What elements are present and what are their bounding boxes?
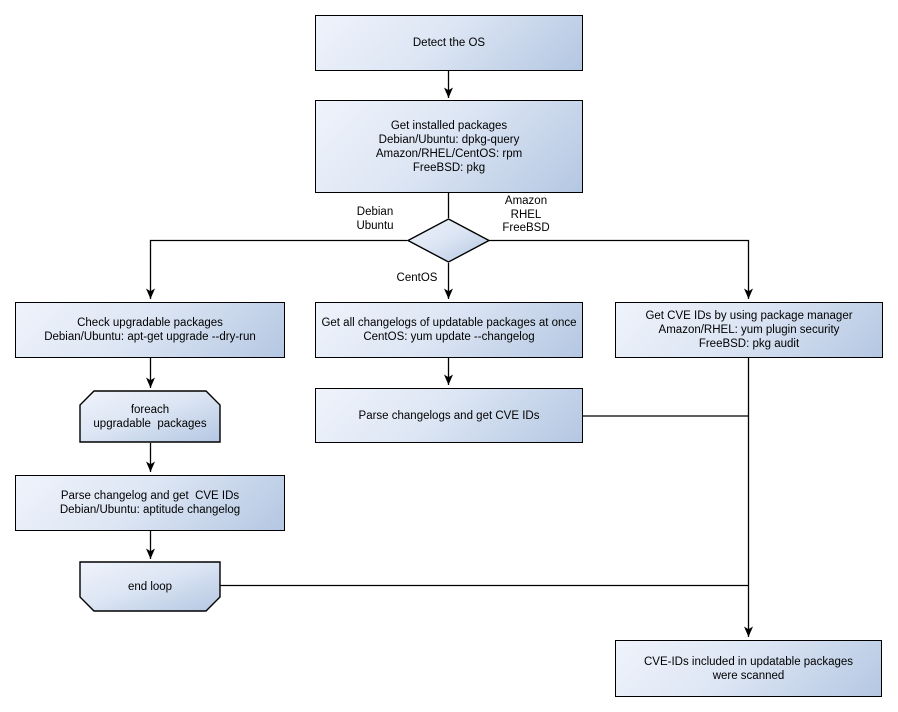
edge-label-line: Ubuntu (356, 219, 394, 232)
edge-label-line: FreeBSD (502, 222, 550, 234)
node-get-installed-packages: Get installed packages Debian/Ubuntu: dp… (315, 100, 583, 193)
node-text-line: Get installed packages (390, 119, 508, 132)
node-text-line: CVE-IDs included in updatable packages (643, 655, 854, 668)
node-text-line: FreeBSD: pkg (412, 161, 486, 174)
edge-label-line: CentOS (396, 272, 438, 284)
node-foreach-loop-shape (79, 390, 221, 443)
node-get-cve-ids-pkg-manager: Get CVE IDs by using package manager Ama… (615, 302, 883, 358)
node-text-line: Parse changelogs and get CVE IDs (358, 409, 540, 422)
node-text-line: Amazon/RHEL: yum plugin security (658, 324, 840, 336)
edge-label-centos: CentOS (394, 272, 440, 286)
node-text-line: CentOS: yum update --changelog (363, 331, 535, 343)
node-end-loop-shape (79, 561, 221, 612)
node-text-line: Get all changelogs of updatable packages… (321, 317, 577, 329)
node-text-line: Debian/Ubuntu: aptitude changelog (59, 504, 241, 516)
node-text-line: Debian/Ubuntu: apt-get upgrade --dry-run (44, 331, 256, 343)
node-check-upgradable-packages: Check upgradable packages Debian/Ubuntu:… (15, 302, 285, 358)
edge-label-line: RHEL (510, 208, 542, 221)
node-text-line: Detect the OS (412, 37, 486, 49)
node-text-line: Check upgradable packages (77, 317, 223, 329)
edge-label-debian-ubuntu: Debian Ubuntu (341, 206, 409, 233)
node-text-line: Parse changelog and get CVE IDs (60, 490, 240, 502)
node-text-line: Get CVE IDs by using package manager (645, 310, 853, 322)
node-detect-os: Detect the OS (315, 15, 583, 71)
node-parse-changelogs: Parse changelogs and get CVE IDs (315, 388, 583, 443)
node-get-all-changelogs: Get all changelogs of updatable packages… (315, 302, 583, 358)
node-text-line: Amazon/RHEL/CentOS: rpm (375, 147, 523, 160)
edge-label-amazon-rhel-freebsd: Amazon RHEL FreeBSD (492, 195, 560, 236)
node-text-line: Debian/Ubuntu: dpkg-query (378, 133, 520, 146)
edge-label-line: Debian (356, 206, 394, 218)
node-scan-result: CVE-IDs included in updatable packages w… (615, 640, 882, 697)
node-os-decision-diamond (406, 218, 491, 263)
node-text-line: FreeBSD: pkg audit (698, 338, 800, 350)
node-text-line: were scanned (712, 669, 785, 682)
edge-label-line: Amazon (504, 195, 548, 207)
node-parse-changelog-debian: Parse changelog and get CVE IDs Debian/U… (15, 475, 285, 531)
